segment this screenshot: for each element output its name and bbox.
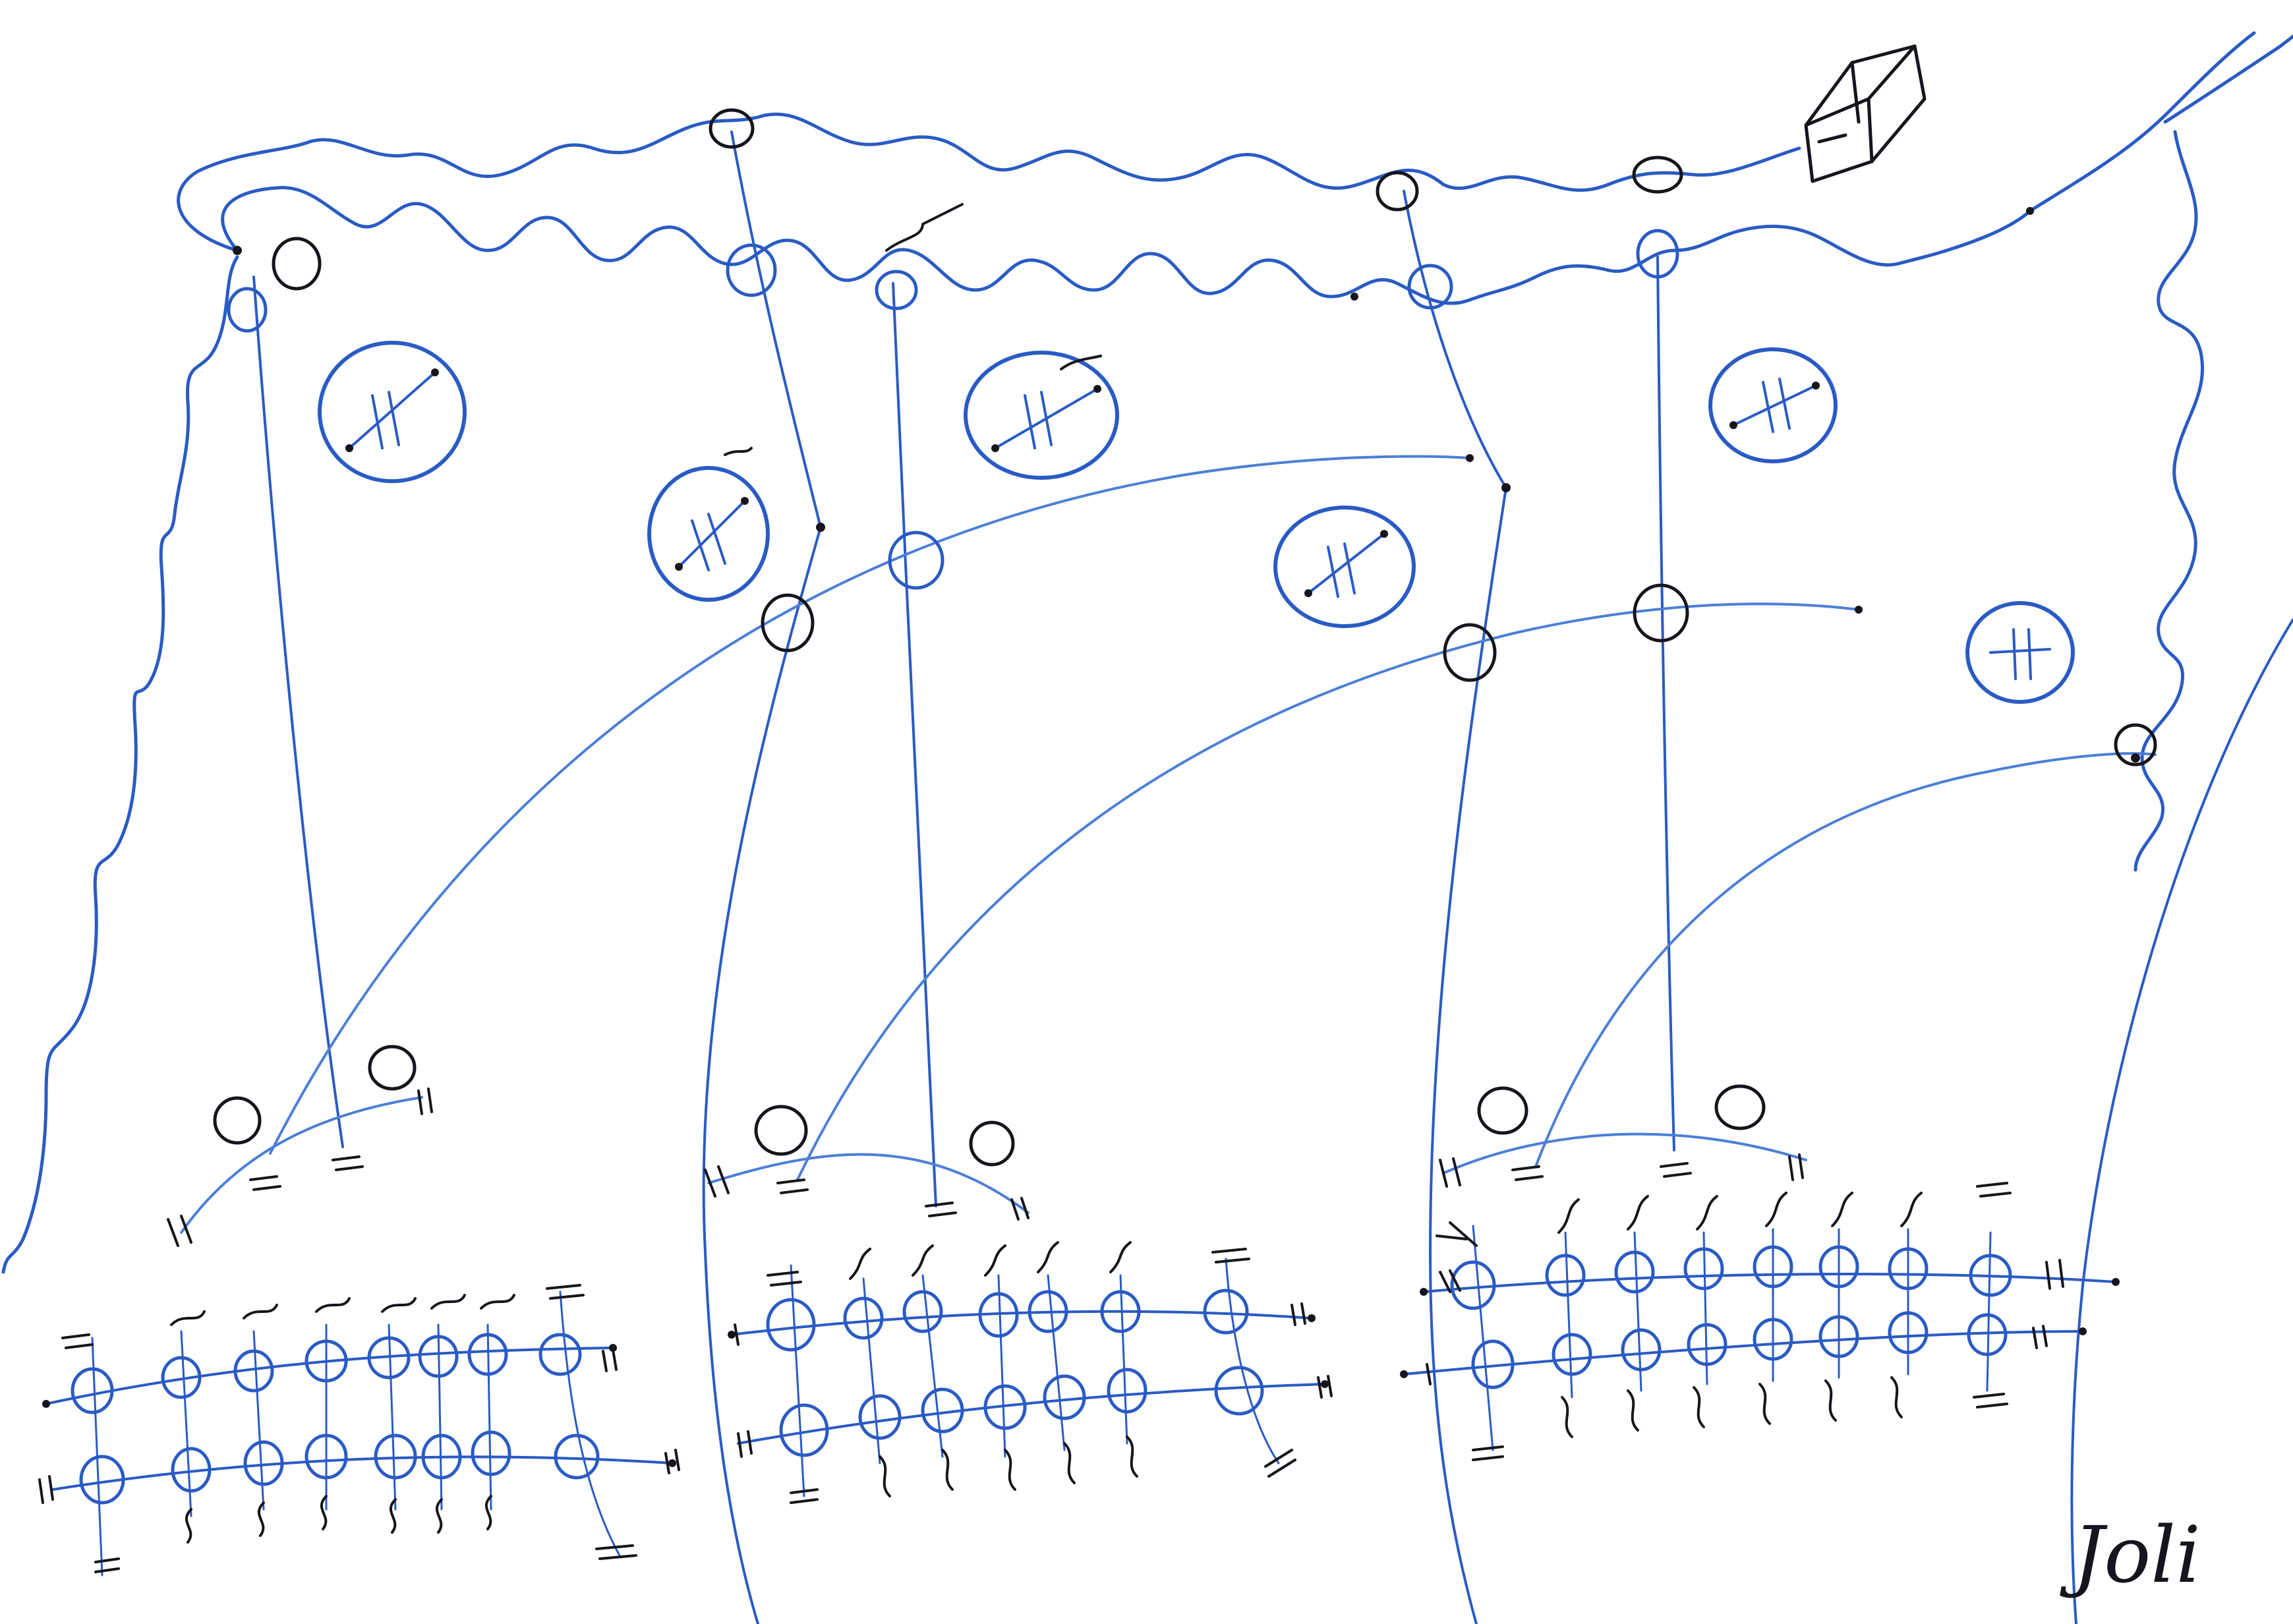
floor-arc-3 — [1442, 1132, 1807, 1174]
artist-signature: Joli — [2060, 1509, 2201, 1600]
bead — [161, 1356, 202, 1399]
drape-strand-2 — [892, 282, 937, 1207]
drape-strand-4 — [1656, 256, 1675, 1151]
left-wavy-edge — [1, 255, 239, 1274]
bead — [843, 1296, 884, 1340]
blue-joint-rings — [227, 229, 1679, 590]
right-wavy-edge — [2133, 130, 2204, 872]
strand-ring — [227, 287, 268, 333]
bead-row-lines — [45, 1273, 2117, 1491]
floor-ring — [969, 1120, 1015, 1167]
joint-ring — [2114, 723, 2157, 767]
bead — [1214, 1366, 1264, 1416]
bead — [233, 1349, 274, 1393]
bead — [1450, 1260, 1496, 1310]
drape-strand-1b — [702, 526, 822, 1624]
hatched-circle — [1965, 601, 2075, 704]
bead — [79, 1455, 125, 1505]
hatched-circle — [1273, 506, 1416, 628]
tick-marks — [38, 203, 2064, 1573]
strand-ring — [888, 531, 944, 590]
drape-strand-right — [2070, 618, 2293, 1624]
bead — [71, 1367, 114, 1414]
top-wavy-strand — [177, 112, 1801, 252]
drape-strand-3 — [1403, 190, 1507, 489]
sweep-arc-2 — [796, 602, 1860, 1181]
bead — [243, 1440, 284, 1486]
right-top-short-strand — [2163, 34, 2293, 124]
bead — [779, 1403, 829, 1457]
floor-arc-2 — [707, 1153, 1030, 1214]
drape-strands — [252, 130, 2293, 1624]
bead — [766, 1298, 816, 1352]
black-joint-rings — [213, 108, 2157, 1167]
hatched-circle — [318, 341, 467, 483]
floor-ring — [1714, 1084, 1766, 1130]
bead — [921, 1387, 964, 1434]
bead — [554, 1434, 600, 1480]
floor-ring — [754, 1105, 808, 1156]
drape-strand-3b — [1429, 486, 1507, 1624]
cube-icon — [1804, 44, 1927, 183]
bead — [171, 1447, 212, 1493]
joint-ring — [761, 593, 815, 652]
joint-ring — [1443, 623, 1497, 682]
bead — [902, 1290, 943, 1333]
sweeping-arcs — [269, 455, 2157, 1181]
joint-ring — [272, 237, 322, 291]
bead — [1107, 1368, 1147, 1414]
right-upper-strand — [2028, 31, 2256, 213]
bead — [374, 1434, 417, 1480]
bead-row-right-top — [1422, 1273, 2117, 1293]
joint-ring — [709, 108, 755, 149]
hatched-circle — [1708, 347, 1838, 463]
bead-stitches — [91, 1225, 1992, 1577]
bead — [1203, 1289, 1249, 1335]
hatched-circles — [318, 341, 2075, 704]
bead-row-left-bottom — [51, 1455, 674, 1491]
floor-arc-1 — [180, 1096, 423, 1234]
floor-ring — [1477, 1086, 1528, 1135]
bead — [983, 1384, 1027, 1430]
joint-ring — [1376, 171, 1419, 212]
sweep-arc-3 — [1534, 752, 2157, 1168]
bead-row-left-top — [45, 1347, 614, 1405]
floor-ring — [368, 1045, 417, 1091]
bead — [1471, 1339, 1515, 1389]
bead — [1028, 1290, 1068, 1333]
bead — [538, 1333, 582, 1376]
floor-arcs — [180, 1096, 1807, 1234]
strand-ring — [1407, 264, 1453, 310]
floor-ring — [213, 1096, 262, 1145]
strand-ring — [875, 270, 918, 310]
drape-strand-1 — [730, 130, 822, 529]
drape-strand-left — [252, 276, 344, 1148]
strand-ring — [1636, 229, 1679, 279]
ink-dots — [42, 207, 2140, 1467]
joint-ring — [1633, 583, 1689, 643]
bead — [858, 1394, 902, 1440]
strand-ring — [726, 243, 777, 297]
joint-ring — [1632, 156, 1683, 194]
sweep-arc-1 — [269, 455, 1471, 1155]
hatched-circle — [647, 466, 770, 602]
hatched-circle — [964, 351, 1119, 480]
bead — [1043, 1374, 1086, 1420]
